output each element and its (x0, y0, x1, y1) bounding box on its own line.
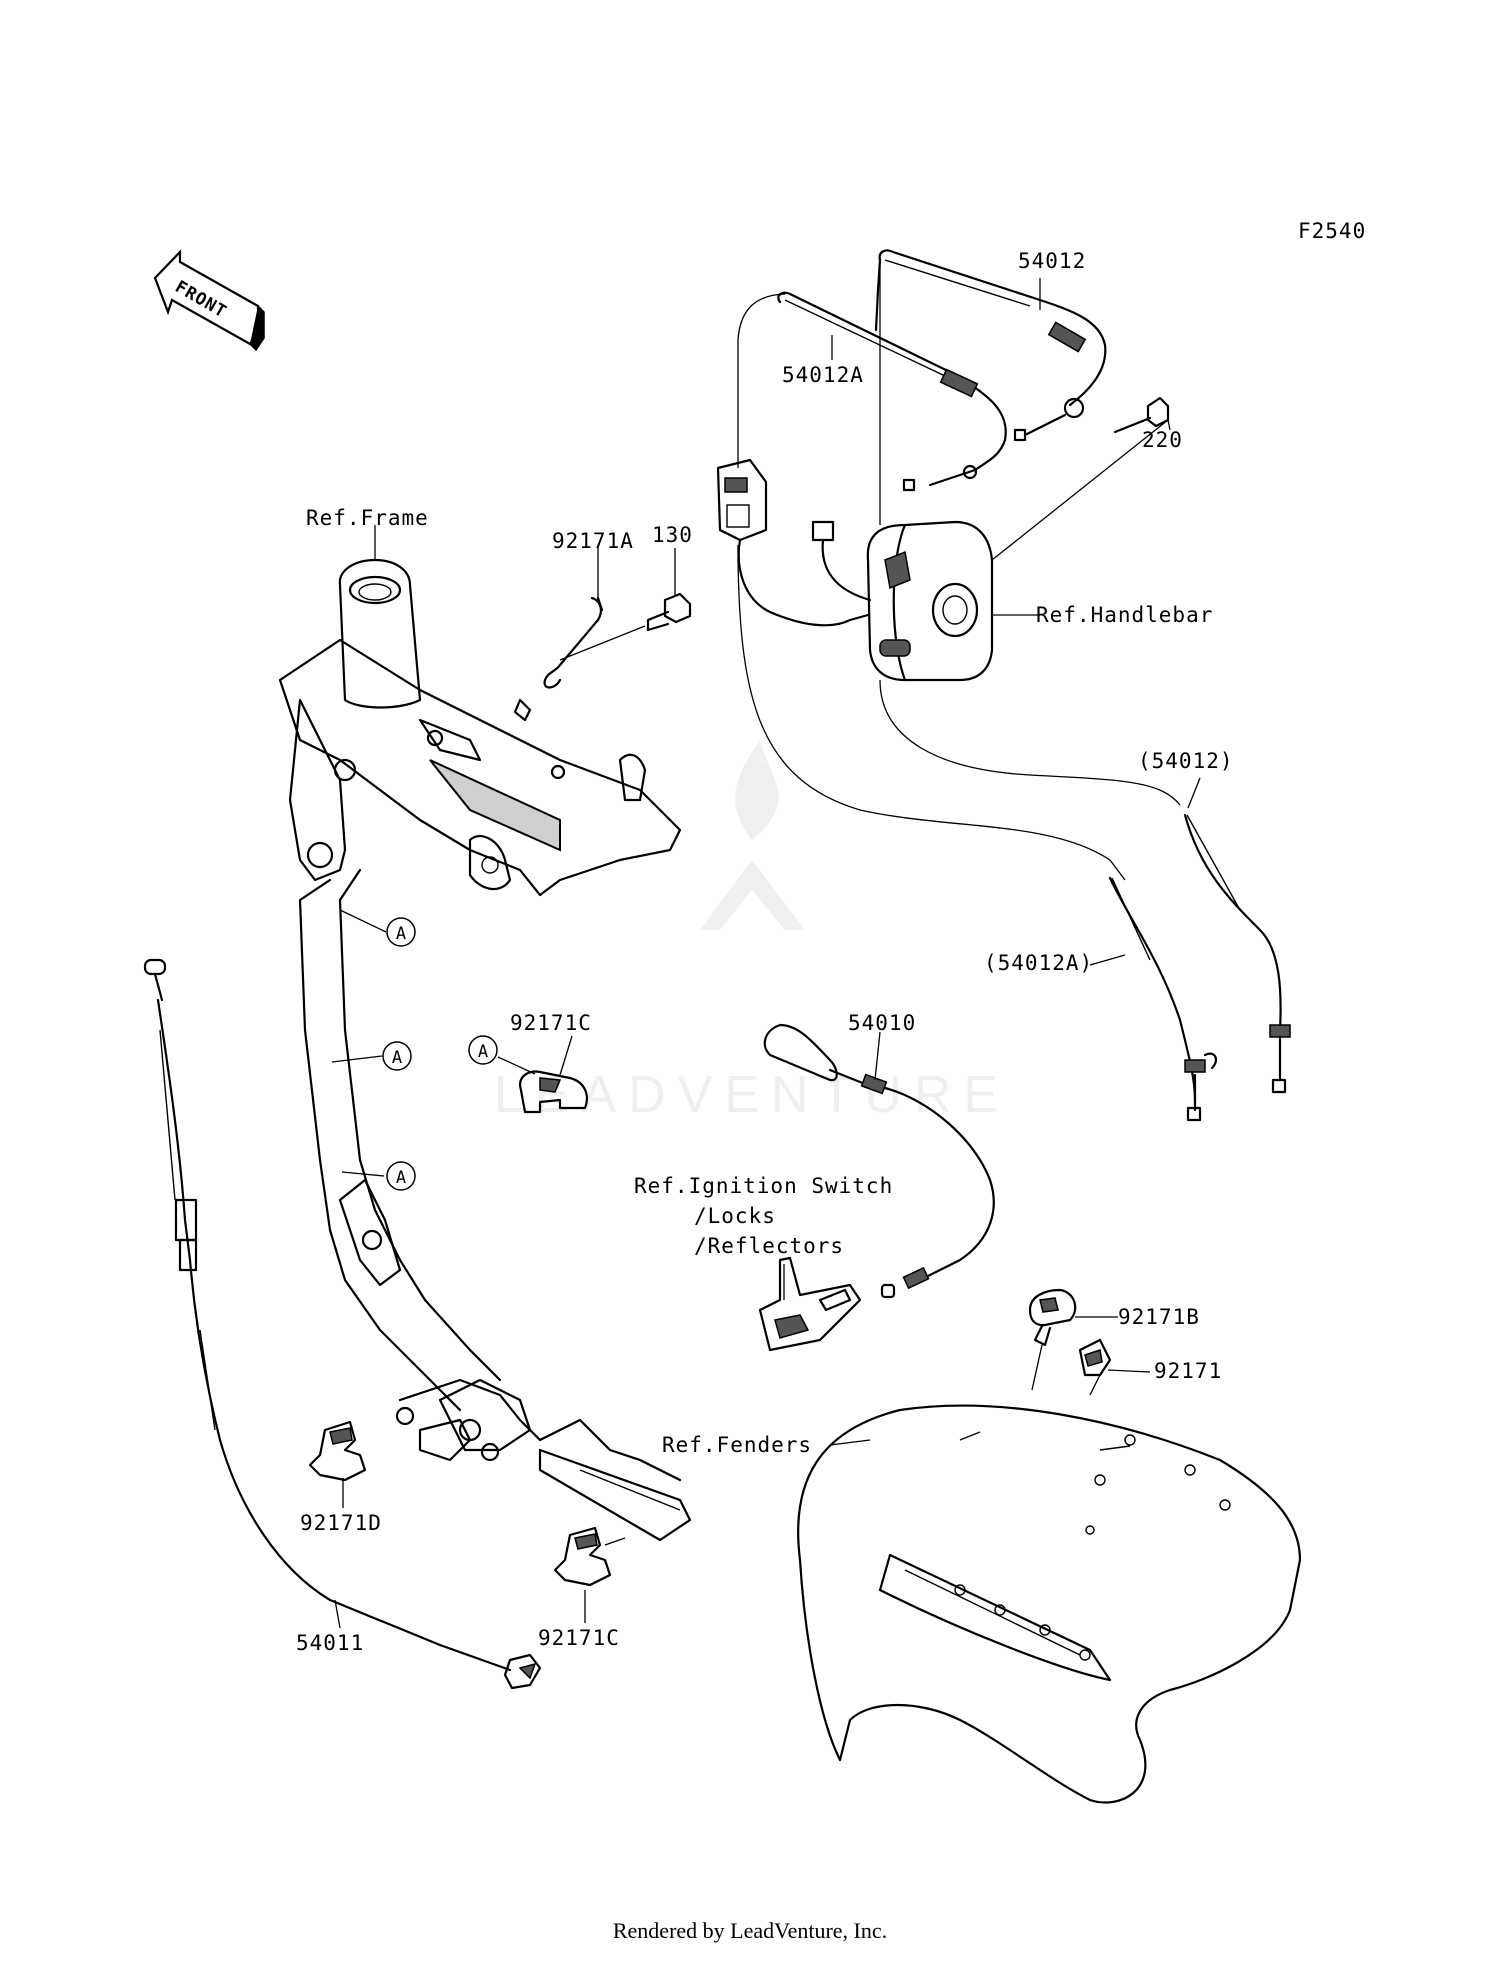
marker-a-2: A (382, 1041, 412, 1071)
clamp-92171C-top (518, 1070, 588, 1114)
cable-end-54012A-lower (1108, 876, 1218, 1122)
callout-92171B: 92171B (1118, 1305, 1200, 1329)
callout-92171: 92171 (1154, 1359, 1222, 1383)
callout-92171A: 92171A (552, 529, 634, 553)
marker-a-1: A (386, 917, 416, 947)
front-arrow-icon: FRONT (153, 249, 265, 352)
leader-lines (331, 278, 1201, 1629)
watermark: LEADVENTURE (494, 740, 1010, 1124)
handlebar-switch-housing (866, 520, 994, 682)
callout-ref-ignition-2: /Locks (694, 1204, 776, 1228)
footer-credit: Rendered by LeadVenture, Inc. (612, 1918, 888, 1943)
callout-92171D: 92171D (300, 1511, 382, 1535)
callout-54012: 54012 (1018, 249, 1086, 273)
callout-130: 130 (652, 523, 693, 547)
callout-54011: 54011 (296, 1631, 364, 1655)
clamp-92171 (1078, 1338, 1112, 1377)
callout-54012A-ref: (54012A) (984, 951, 1093, 975)
callout-ref-ignition-3: /Reflectors (694, 1234, 844, 1258)
clamp-92171A (543, 596, 604, 689)
cable-54010 (763, 1023, 995, 1299)
leader-bolt-130 (559, 625, 646, 661)
callout-54012-ref: (54012) (1138, 749, 1234, 773)
callout-92171C-bottom: 92171C (538, 1626, 620, 1650)
svg-text:A: A (396, 1168, 406, 1188)
callout-ref-ignition-1: Ref.Ignition Switch (634, 1174, 893, 1198)
rear-fender (797, 1404, 1302, 1804)
cable-routing-lines (737, 258, 1181, 881)
switch-connector-plugs (716, 458, 872, 627)
svg-text:A: A (478, 1042, 488, 1062)
marker-a-3: A (386, 1161, 416, 1191)
marker-a-4: A (468, 1035, 498, 1065)
clamp-92171C-bottom (553, 1526, 626, 1587)
clutch-cable-54011 (143, 958, 542, 1690)
callout-54010: 54010 (848, 1011, 916, 1035)
callout-220: 220 (1142, 428, 1183, 452)
throttle-cable-54012A (777, 291, 1007, 492)
callout-ref-frame: Ref.Frame (306, 506, 429, 530)
diagram-code: F2540 (1298, 219, 1366, 243)
svg-text:A: A (392, 1048, 402, 1068)
callout-ref-fenders: Ref.Fenders (662, 1433, 812, 1457)
watermark-text: LEADVENTURE (494, 1066, 1010, 1124)
throttle-cable-54012 (874, 249, 1107, 442)
cable-end-54012-lower (1183, 813, 1291, 1094)
callout-ref-handlebar: Ref.Handlebar (1036, 603, 1213, 627)
frame-assembly (278, 558, 692, 1542)
callout-92171C-top: 92171C (510, 1011, 592, 1035)
bolt-130 (646, 592, 692, 632)
ignition-switch-bracket (758, 1256, 862, 1352)
callout-54012A: 54012A (782, 363, 864, 387)
clamp-92171D (308, 1420, 367, 1482)
svg-text:A: A (396, 924, 406, 944)
clamp-92171B (1028, 1288, 1077, 1347)
